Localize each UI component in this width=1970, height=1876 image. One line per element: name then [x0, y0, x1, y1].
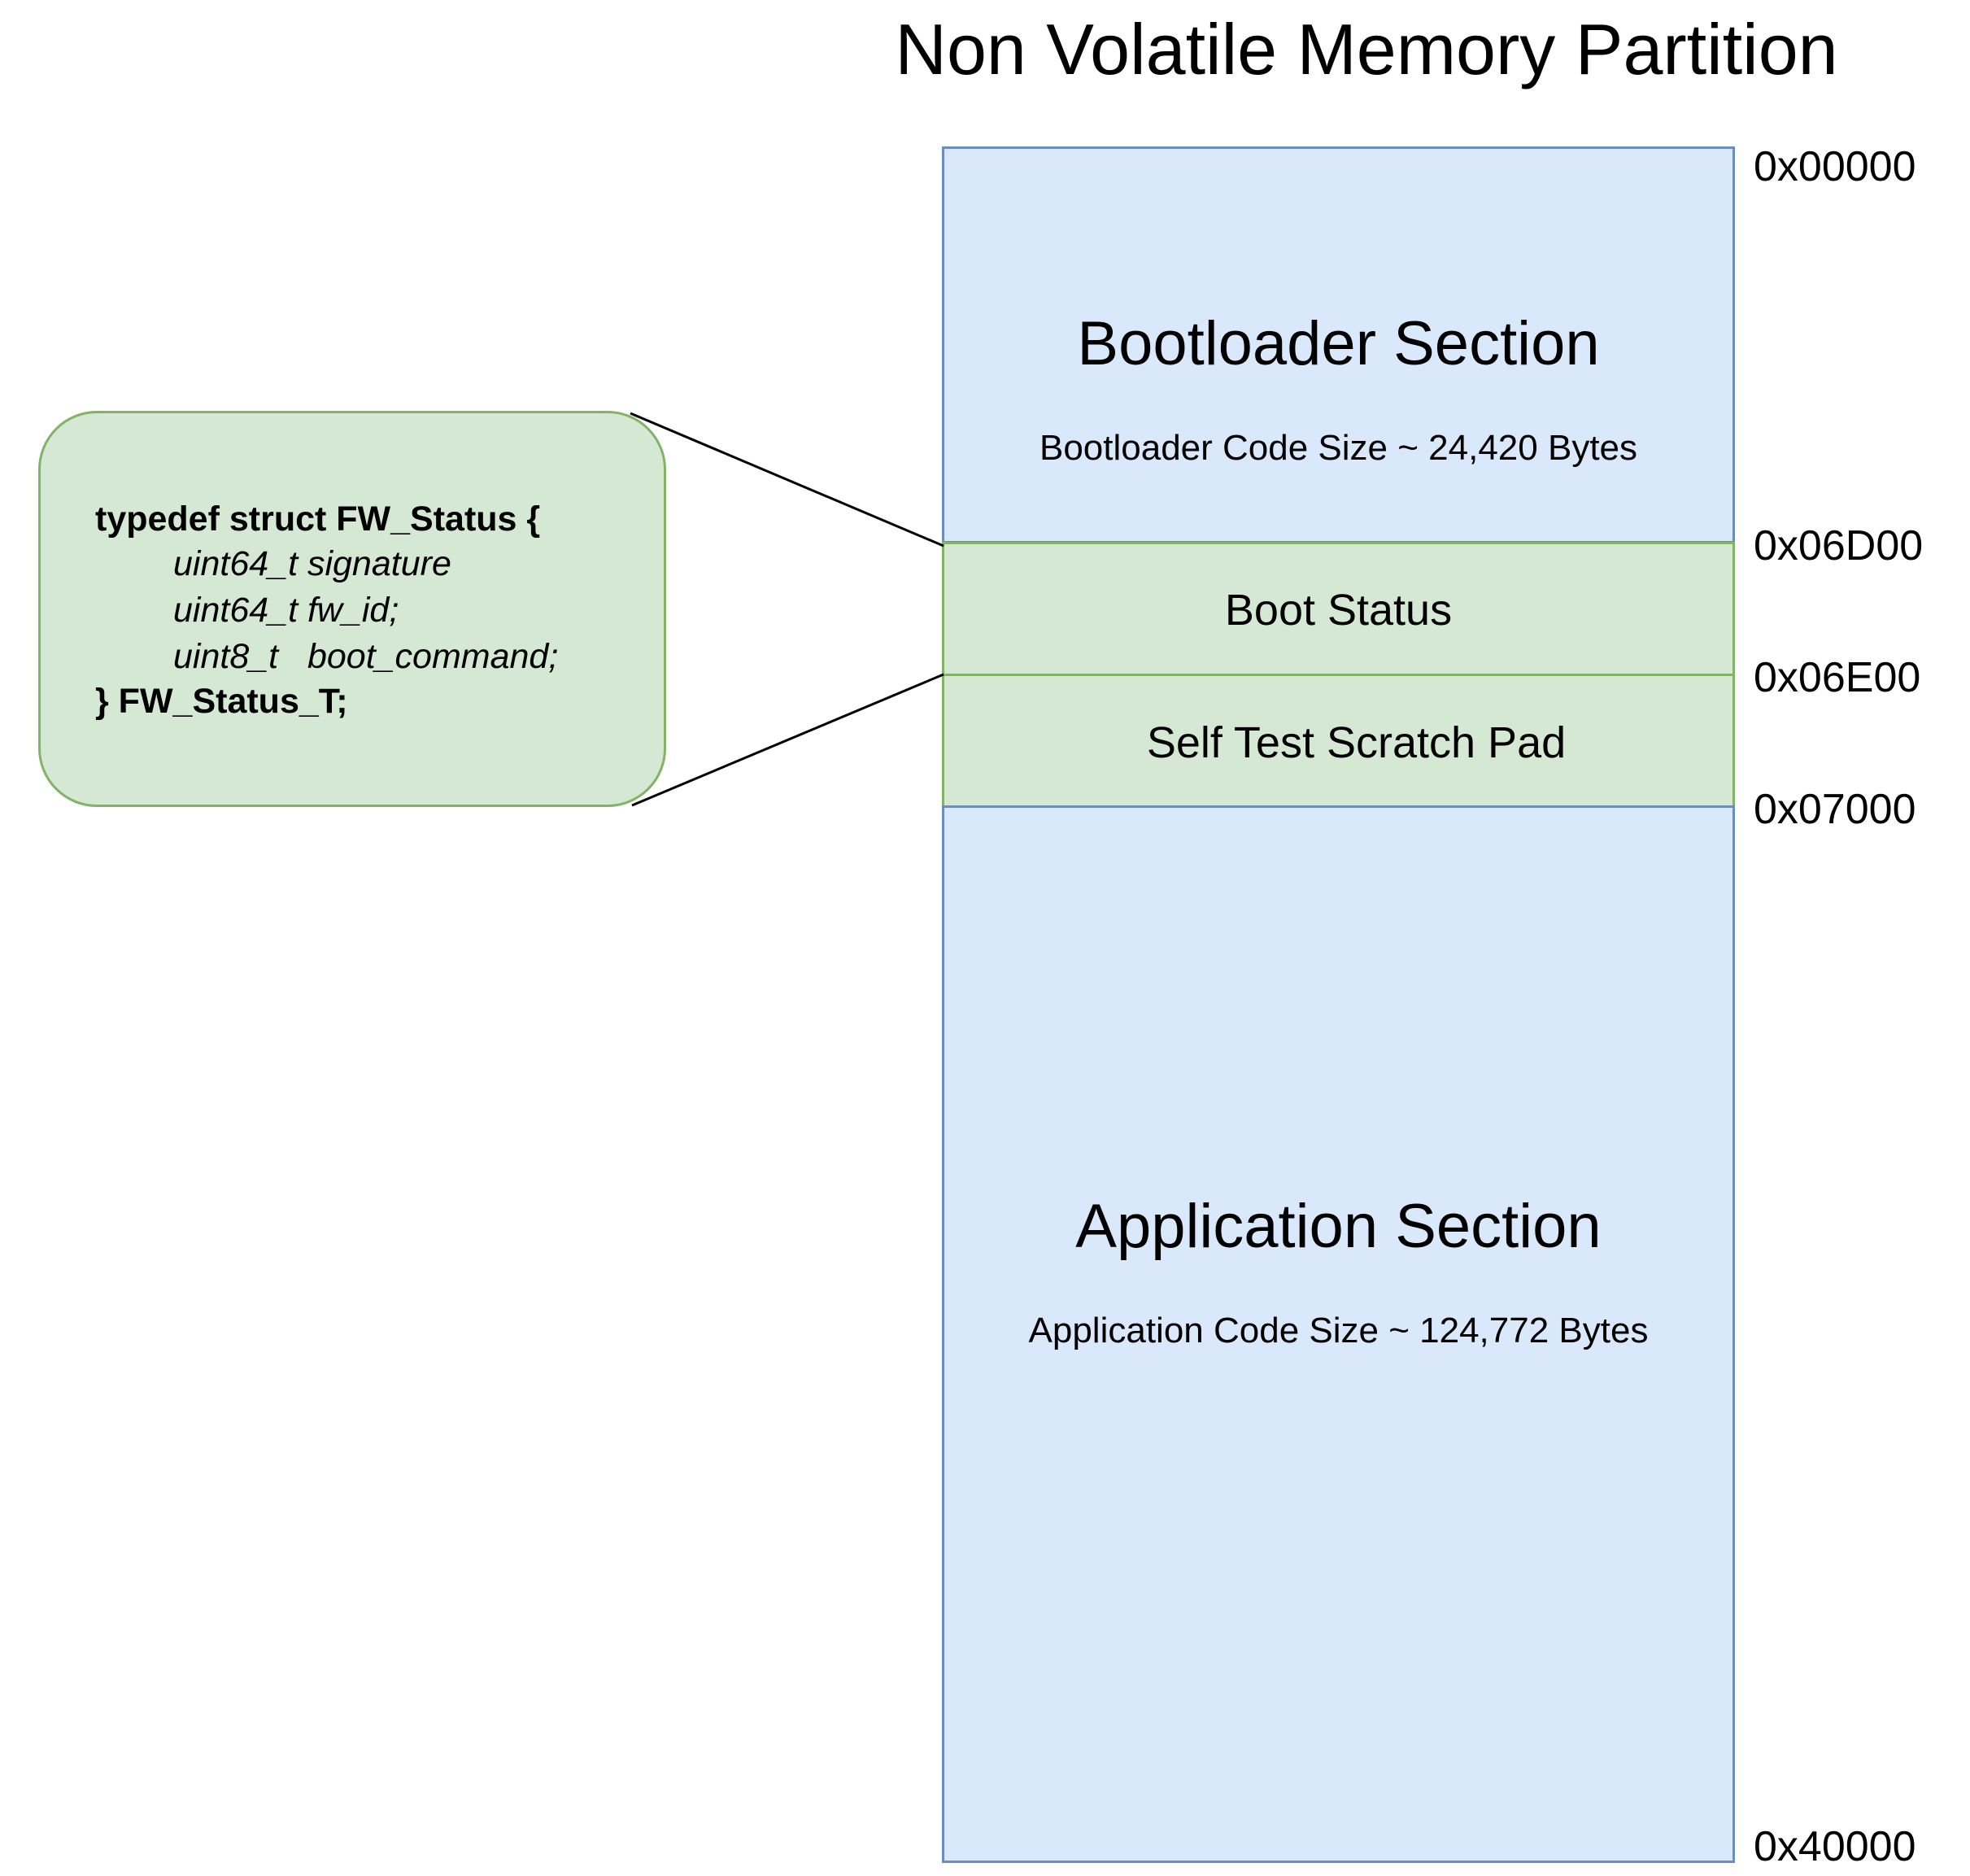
- diagram-title: Non Volatile Memory Partition: [895, 9, 1838, 89]
- application-section-subtitle: Application Code Size ~ 124,772 Bytes: [1028, 1311, 1649, 1350]
- bootloader-section-heading: Bootloader Section: [1077, 309, 1600, 378]
- struct-declaration-line: typedef struct FW_Status {: [95, 500, 541, 539]
- fw-status-struct-callout: [38, 411, 666, 807]
- bootloader-section: Bootloader Section Bootloader Code Size …: [942, 146, 1735, 543]
- callout-connector-top: [630, 412, 944, 548]
- scratch-pad-label: Self Test Scratch Pad: [1146, 718, 1567, 767]
- address-label-end: 0x40000: [1754, 1823, 1916, 1870]
- boot-status-divider: [942, 674, 1735, 676]
- struct-field-boot-command: uint8_t boot_command;: [173, 637, 559, 676]
- callout-connector-bottom: [631, 673, 944, 807]
- address-label-start: 0x00000: [1754, 143, 1916, 190]
- boot-status-label: Boot Status: [1224, 586, 1453, 635]
- address-label-application: 0x07000: [1754, 786, 1916, 833]
- application-section: Application Section Application Code Siz…: [942, 805, 1735, 1863]
- address-label-scratch-pad: 0x06E00: [1754, 654, 1921, 701]
- struct-field-signature: uint64_t signature: [173, 544, 451, 583]
- struct-closing-line: } FW_Status_T;: [95, 682, 348, 721]
- struct-field-fw-id: uint64_t fw_id;: [173, 591, 399, 630]
- bootloader-section-subtitle: Bootloader Code Size ~ 24,420 Bytes: [1039, 428, 1638, 468]
- application-section-heading: Application Section: [1075, 1192, 1602, 1261]
- address-label-boot-status: 0x06D00: [1754, 522, 1924, 569]
